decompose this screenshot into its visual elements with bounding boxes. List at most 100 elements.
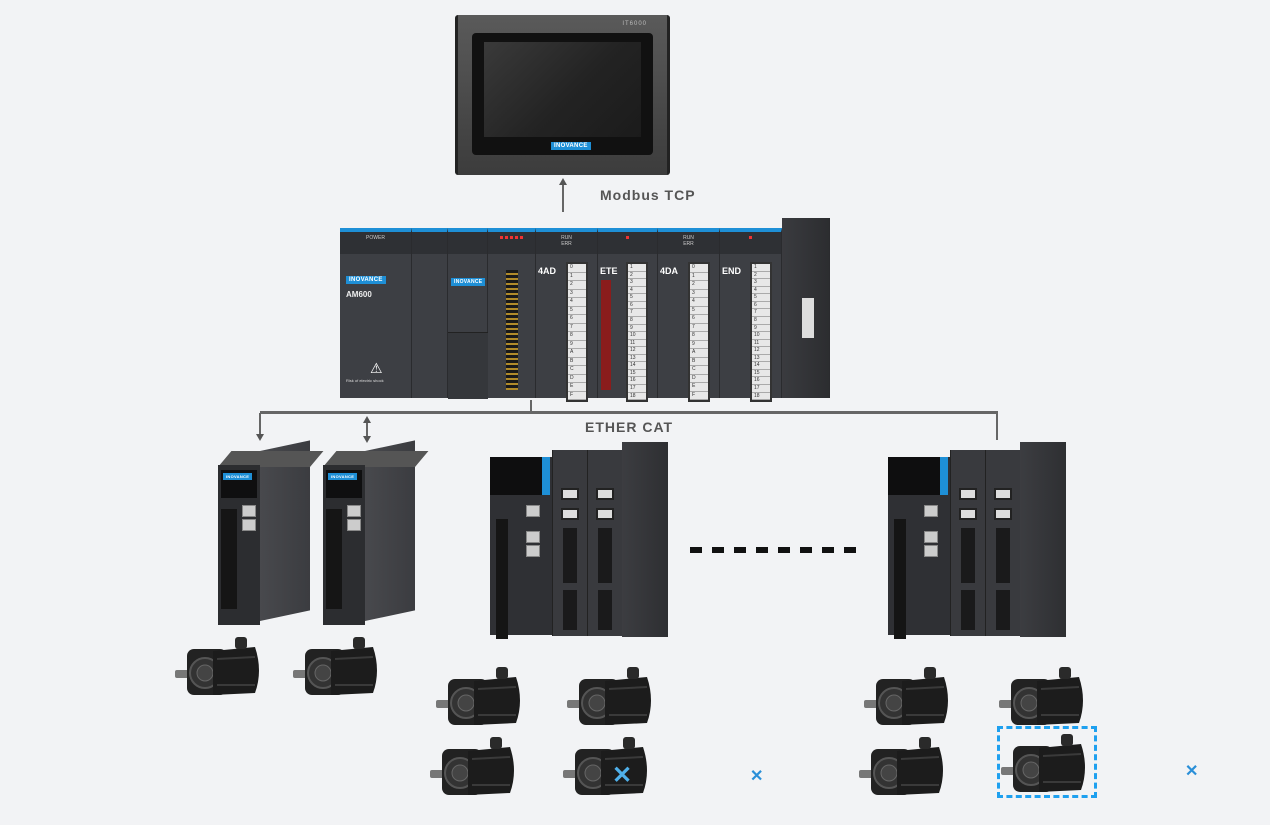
close-icon[interactable]: ✕ <box>1185 763 1199 780</box>
terminal-label: 6 <box>628 302 646 310</box>
terminal-label: 2 <box>690 281 708 290</box>
terminal-label: F <box>690 392 708 400</box>
servo-motor-icon <box>859 737 943 795</box>
servo-motor[interactable] <box>561 735 653 801</box>
modbus-tcp-label: Modbus TCP <box>600 187 696 203</box>
servo-motor[interactable] <box>434 665 526 731</box>
terminal-label: 3 <box>568 290 586 298</box>
multi-axis-servo-drive[interactable] <box>490 442 668 640</box>
servo-motor[interactable] <box>857 735 949 801</box>
terminal-label: C <box>690 366 708 375</box>
terminal-label: F <box>568 392 586 400</box>
terminal-label: 10 <box>752 332 770 340</box>
terminal-label: 15 <box>752 370 770 378</box>
terminal-label: 7 <box>568 324 586 332</box>
err-label: ERR <box>683 241 694 247</box>
arrow-up-icon <box>363 416 371 423</box>
bus-drop <box>996 413 998 440</box>
plc-io-module <box>488 228 536 398</box>
terminal-label: 8 <box>690 332 708 341</box>
terminal-label: 5 <box>690 307 708 315</box>
arrow-down-icon <box>363 436 371 443</box>
warning-label: Risk of electric shock <box>346 378 384 383</box>
warning-icon: ⚠ <box>370 360 383 376</box>
servo-motor[interactable] <box>291 635 383 701</box>
terminal-label: 17 <box>752 385 770 393</box>
ethercat-bus-line <box>260 411 998 414</box>
servo-motor[interactable] <box>999 732 1091 798</box>
selection-box[interactable] <box>997 726 1097 798</box>
terminal-label: 1 <box>752 264 770 272</box>
servo-motor-icon <box>1001 734 1085 792</box>
terminal-label: 17 <box>628 385 646 393</box>
power-label: POWER <box>340 232 411 254</box>
servo-drive[interactable]: INOVANCE <box>323 440 429 625</box>
plc-rack[interactable]: POWER INOVANCE AM600 ⚠ Risk of electric … <box>340 218 830 402</box>
servo-motor[interactable] <box>565 665 657 731</box>
terminal-label: 2 <box>752 272 770 280</box>
terminal-label: 8 <box>628 317 646 325</box>
terminal-label: 7 <box>690 324 708 332</box>
servo-motor[interactable] <box>428 735 520 801</box>
terminal-label: 18 <box>628 393 646 401</box>
terminal-label: 9 <box>690 341 708 349</box>
servo-motor-icon <box>999 667 1083 725</box>
module-label: END <box>722 266 742 276</box>
terminal-label: 13 <box>628 355 646 363</box>
plc-end-cover <box>782 218 830 398</box>
terminal-label: 5 <box>628 294 646 302</box>
terminal-label: 4 <box>752 287 770 295</box>
terminal-label: E <box>568 383 586 392</box>
hmi-screen <box>472 33 653 155</box>
multi-axis-servo-drive[interactable] <box>888 442 1066 640</box>
terminal-label: 4 <box>568 298 586 307</box>
terminal-label: 3 <box>628 279 646 287</box>
plc-comm-module <box>412 228 448 398</box>
more-devices-ellipsis <box>690 547 862 553</box>
terminal-label: 7 <box>752 309 770 317</box>
servo-motor-icon <box>864 667 948 725</box>
terminal-label: 4 <box>690 298 708 307</box>
terminal-label: 1 <box>568 273 586 281</box>
terminal-label: 6 <box>568 315 586 324</box>
terminal-label: B <box>690 358 708 366</box>
terminal-label: 14 <box>628 362 646 370</box>
hmi-touch-panel[interactable]: IT6000 INOVANCE <box>455 15 670 175</box>
ethercat-label: ETHER CAT <box>585 419 674 435</box>
servo-drive[interactable]: INOVANCE <box>218 440 324 625</box>
arrow-down-icon <box>256 434 264 441</box>
terminal-label: 0 <box>568 264 586 273</box>
plc-model-label: AM600 <box>346 290 372 299</box>
terminal-label: 3 <box>690 290 708 298</box>
terminal-label: 3 <box>752 279 770 287</box>
hmi-model-label: IT6000 <box>622 21 647 27</box>
close-icon[interactable]: ✕ <box>750 768 764 785</box>
delete-icon[interactable]: ✕ <box>612 762 633 789</box>
bus-drop <box>366 420 368 438</box>
servo-motor[interactable] <box>862 665 954 731</box>
plc-brand-logo: INOVANCE <box>346 276 386 284</box>
terminal-label: 10 <box>628 332 646 340</box>
servo-motor-icon <box>430 737 514 795</box>
servo-motor[interactable] <box>173 635 265 701</box>
terminal-label: 14 <box>752 362 770 370</box>
hmi-brand-logo: INOVANCE <box>551 142 591 150</box>
servo-motor-icon <box>567 667 651 725</box>
plc-cpu-module: INOVANCE <box>448 228 488 399</box>
terminal-label: D <box>690 375 708 383</box>
terminal-label: 11 <box>752 340 770 348</box>
terminal-label: 12 <box>628 347 646 355</box>
terminal-label: 11 <box>628 340 646 348</box>
terminal-label: B <box>568 358 586 366</box>
terminal-label: 16 <box>628 377 646 385</box>
servo-motor[interactable] <box>997 665 1089 731</box>
terminal-label: 0 <box>690 264 708 273</box>
terminal-label: 8 <box>568 332 586 341</box>
terminal-label: 6 <box>752 302 770 310</box>
